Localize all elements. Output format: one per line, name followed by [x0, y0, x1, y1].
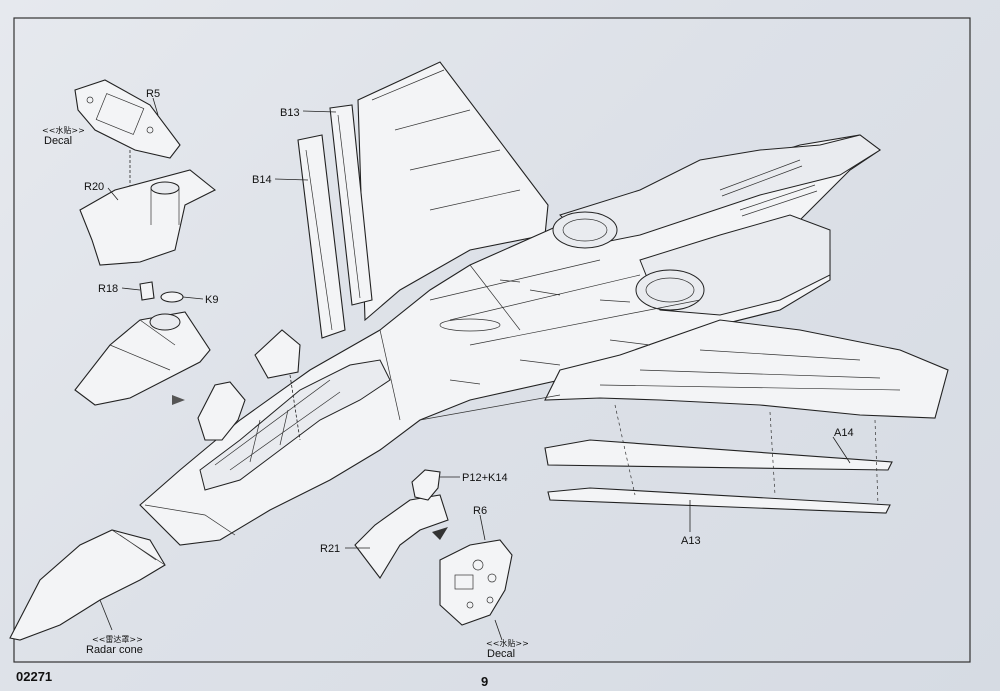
coaming-part	[74, 311, 211, 406]
decal-bottom-en: Decal	[487, 648, 515, 660]
radar-cone-cn: <<雷达罩>>	[92, 634, 143, 644]
fit-guide	[614, 404, 879, 506]
label-r5: R5	[146, 88, 160, 100]
part-a13	[547, 487, 891, 514]
label-p12-k14: P12+K14	[462, 472, 508, 484]
part-b13	[329, 104, 373, 306]
part-r21	[354, 494, 449, 579]
arrow-icon	[432, 527, 448, 540]
decal-top-cn: <<水贴>>	[42, 125, 85, 135]
label-a13: A13	[681, 535, 701, 547]
part-a14	[544, 439, 893, 471]
fit-guide	[289, 374, 301, 441]
radar-cone-en: Radar cone	[86, 644, 143, 656]
page-number: 9	[481, 674, 488, 689]
label-r6: R6	[473, 505, 487, 517]
label-r18: R18	[98, 283, 118, 295]
page-frame	[13, 17, 971, 663]
aircraft-fuselage	[139, 61, 949, 546]
radar-cone-part	[9, 529, 166, 641]
kit-number: 02271	[16, 669, 52, 684]
arrow-icon	[172, 395, 185, 405]
ejection-seat-part	[197, 381, 246, 441]
label-b14: B14	[252, 174, 272, 186]
label-b13: B13	[280, 107, 300, 119]
part-r18	[139, 281, 155, 301]
part-r6	[439, 539, 513, 626]
part-r5	[74, 79, 181, 159]
label-r20: R20	[84, 181, 104, 193]
label-a14: A14	[834, 427, 854, 439]
headrest-part	[254, 329, 301, 379]
label-r21: R21	[320, 543, 340, 555]
label-k9: K9	[205, 294, 218, 306]
part-p12-k14	[411, 469, 441, 501]
part-k9	[160, 291, 184, 303]
decal-bottom-cn: <<水贴>>	[486, 638, 529, 648]
part-b14	[297, 134, 346, 339]
part-r20	[79, 169, 217, 266]
leader-lines	[99, 97, 851, 641]
decal-top-en: Decal	[44, 135, 72, 147]
